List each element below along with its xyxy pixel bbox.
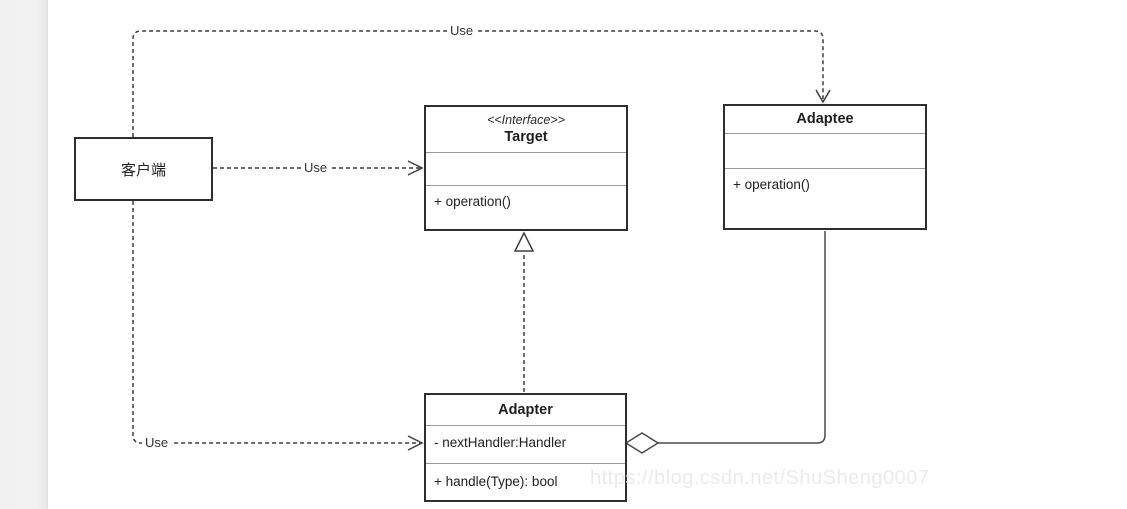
dependency-edge-client-to-adaptee xyxy=(132,30,831,137)
edge-label-use-top: Use xyxy=(447,23,477,39)
class-box-client: 客户端 xyxy=(74,137,213,201)
class-name: 客户端 xyxy=(120,161,166,179)
method-label: + handle(Type): bool xyxy=(434,474,558,489)
realization-triangle xyxy=(513,231,535,252)
class-box-target: <<Interface>> Target + operation() xyxy=(424,105,628,231)
methods-compartment: + operation() xyxy=(725,168,925,228)
methods-compartment: + handle(Type): bool xyxy=(426,463,625,500)
left-gutter-panel xyxy=(0,0,49,509)
dependency-arrowhead xyxy=(407,160,424,176)
class-title: Adaptee xyxy=(725,106,925,133)
dependency-arrowhead xyxy=(407,435,424,451)
attributes-compartment xyxy=(426,152,626,185)
method-label: + operation() xyxy=(733,177,810,192)
class-title: <<Interface>> Target xyxy=(426,107,626,152)
realization-edge-adapter-to-target xyxy=(513,231,535,392)
method-label: + operation() xyxy=(434,194,511,209)
edge-label-use-middle: Use xyxy=(301,160,331,176)
aggregation-diamond xyxy=(624,432,660,454)
attributes-compartment xyxy=(725,133,925,168)
class-name: Target xyxy=(504,129,548,146)
dependency-arrowhead xyxy=(815,89,831,104)
aggregation-edge-adapter-to-adaptee xyxy=(624,231,826,454)
dependency-edge-client-to-target xyxy=(213,160,424,176)
stereotype-label: <<Interface>> xyxy=(487,112,565,127)
class-name: Adaptee xyxy=(796,111,854,128)
dependency-edge-client-to-adapter xyxy=(132,201,424,451)
class-box-adaptee: Adaptee + operation() xyxy=(723,104,927,230)
class-title: Adapter xyxy=(426,395,625,425)
methods-compartment: + operation() xyxy=(426,185,626,229)
attribute-label: - nextHandler:Handler xyxy=(434,435,567,450)
class-box-adapter: Adapter - nextHandler:Handler + handle(T… xyxy=(424,393,627,502)
edge-label-use-bottom: Use xyxy=(142,435,172,451)
class-name: Adapter xyxy=(498,401,553,418)
attributes-compartment: - nextHandler:Handler xyxy=(426,425,625,463)
